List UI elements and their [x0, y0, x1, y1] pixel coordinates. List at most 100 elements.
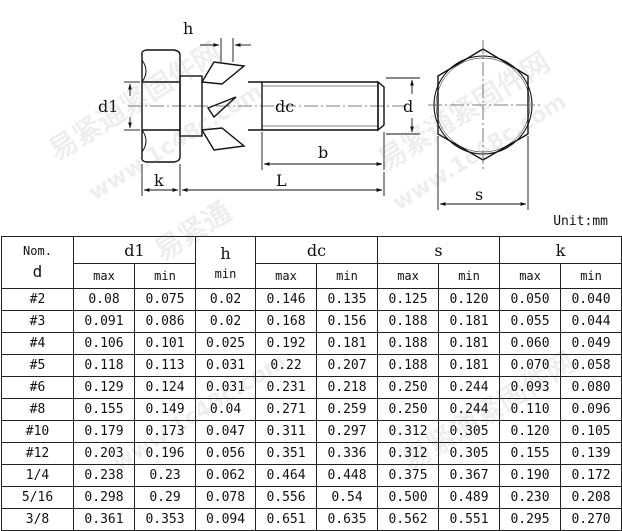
dimension-d1 [124, 81, 140, 131]
cell-k-max: 0.070 [499, 354, 562, 377]
cell-k-max: 0.060 [499, 332, 562, 355]
cell-s-min: 0.489 [438, 486, 501, 509]
cell-nom: 3/8 [1, 508, 74, 531]
cell-s-min: 0.181 [438, 354, 501, 377]
cell-s-max: 0.250 [377, 376, 440, 399]
header-h-min: min [214, 267, 237, 281]
cell-s-max: 0.250 [377, 398, 440, 421]
cell-d1-max: 0.118 [73, 354, 135, 377]
cell-dc-min: 0.54 [316, 486, 379, 509]
cell-k-max: 0.110 [499, 398, 562, 421]
unit-label: Unit:mm [553, 214, 608, 229]
bolt-technical-drawing: h d1 dc d b k L [98, 19, 540, 210]
subheader-min: min [316, 263, 379, 289]
header-k: k [499, 236, 622, 264]
cell-s-max: 0.312 [377, 442, 440, 465]
cell-k-min: 0.139 [560, 442, 622, 465]
header-h: h min [195, 236, 257, 289]
cell-s-min: 0.120 [438, 288, 501, 311]
header-dc: dc [255, 236, 379, 264]
cell-h-min: 0.02 [195, 288, 257, 311]
cell-d1-max: 0.179 [73, 420, 135, 443]
subheader-max: max [73, 263, 135, 289]
cell-dc-max: 0.192 [255, 332, 318, 355]
cell-k-max: 0.093 [499, 376, 562, 399]
cell-s-max: 0.312 [377, 420, 440, 443]
cell-dc-min: 0.135 [316, 288, 379, 311]
table-subheader-row: max min max min max min max min [2, 263, 622, 289]
cell-d1-min: 0.086 [133, 310, 197, 333]
cell-d1-min: 0.29 [133, 486, 197, 509]
cell-dc-min: 0.336 [316, 442, 379, 465]
cell-nom: #8 [1, 398, 74, 421]
cell-d1-min: 0.113 [133, 354, 197, 377]
cell-d1-min: 0.124 [133, 376, 197, 399]
cell-dc-min: 0.207 [316, 354, 379, 377]
cell-nom: #6 [1, 376, 74, 399]
cell-dc-min: 0.635 [316, 508, 379, 531]
cell-s-min: 0.305 [438, 442, 501, 465]
cell-s-min: 0.181 [438, 332, 501, 355]
cell-s-max: 0.562 [377, 508, 440, 531]
cell-h-min: 0.078 [195, 486, 257, 509]
cell-d1-max: 0.203 [73, 442, 135, 465]
header-nominal: Nom. d [1, 236, 74, 289]
cell-s-max: 0.188 [377, 310, 440, 333]
dimension-L [181, 172, 385, 196]
cell-k-max: 0.190 [499, 464, 562, 487]
cell-k-min: 0.172 [560, 464, 622, 487]
cell-d1-min: 0.353 [133, 508, 197, 531]
cell-dc-max: 0.231 [255, 376, 318, 399]
cell-k-max: 0.055 [499, 310, 562, 333]
cell-s-max: 0.375 [377, 464, 440, 487]
washer-face [179, 75, 203, 137]
dimension-d [386, 77, 420, 135]
cell-dc-min: 0.156 [316, 310, 379, 333]
cell-s-min: 0.551 [438, 508, 501, 531]
cell-dc-max: 0.146 [255, 288, 318, 311]
cell-k-max: 0.050 [499, 288, 562, 311]
cell-h-min: 0.094 [195, 508, 257, 531]
cell-k-min: 0.096 [560, 398, 622, 421]
dimension-table: Nom. d d1 h min dc s k max min max min m… [1, 236, 622, 531]
cell-dc-max: 0.311 [255, 420, 318, 443]
dimension-h [200, 38, 251, 62]
label-k: k [154, 171, 164, 190]
cell-nom: #2 [1, 288, 74, 311]
cell-d1-max: 0.08 [73, 288, 135, 311]
label-d: d [403, 97, 413, 116]
cell-nom: #4 [1, 332, 74, 355]
cell-dc-min: 0.448 [316, 464, 379, 487]
dimension-b [261, 132, 385, 170]
cell-dc-max: 0.168 [255, 310, 318, 333]
cell-dc-min: 0.297 [316, 420, 379, 443]
cell-h-min: 0.031 [195, 376, 257, 399]
cell-k-min: 0.040 [560, 288, 622, 311]
cell-nom: #3 [1, 310, 74, 333]
subheader-min: min [438, 263, 501, 289]
dimension-k [141, 164, 181, 196]
cell-h-min: 0.02 [195, 310, 257, 333]
cell-h-min: 0.031 [195, 354, 257, 377]
cell-h-min: 0.056 [195, 442, 257, 465]
subheader-min: min [560, 263, 622, 289]
cell-dc-max: 0.464 [255, 464, 318, 487]
label-b: b [318, 143, 328, 162]
header-s: s [377, 236, 501, 264]
header-d1: d1 [72, 236, 197, 264]
header-d-label: d [32, 262, 43, 281]
cell-d1-max: 0.106 [73, 332, 135, 355]
cell-nom: #10 [1, 420, 74, 443]
cell-h-min: 0.062 [195, 464, 257, 487]
cell-k-min: 0.058 [560, 354, 622, 377]
cell-s-max: 0.188 [377, 354, 440, 377]
label-h: h [183, 19, 193, 38]
cell-h-min: 0.047 [195, 420, 257, 443]
table-header-row: Nom. d d1 h min dc s k [1, 236, 622, 289]
cell-k-min: 0.044 [560, 310, 622, 333]
